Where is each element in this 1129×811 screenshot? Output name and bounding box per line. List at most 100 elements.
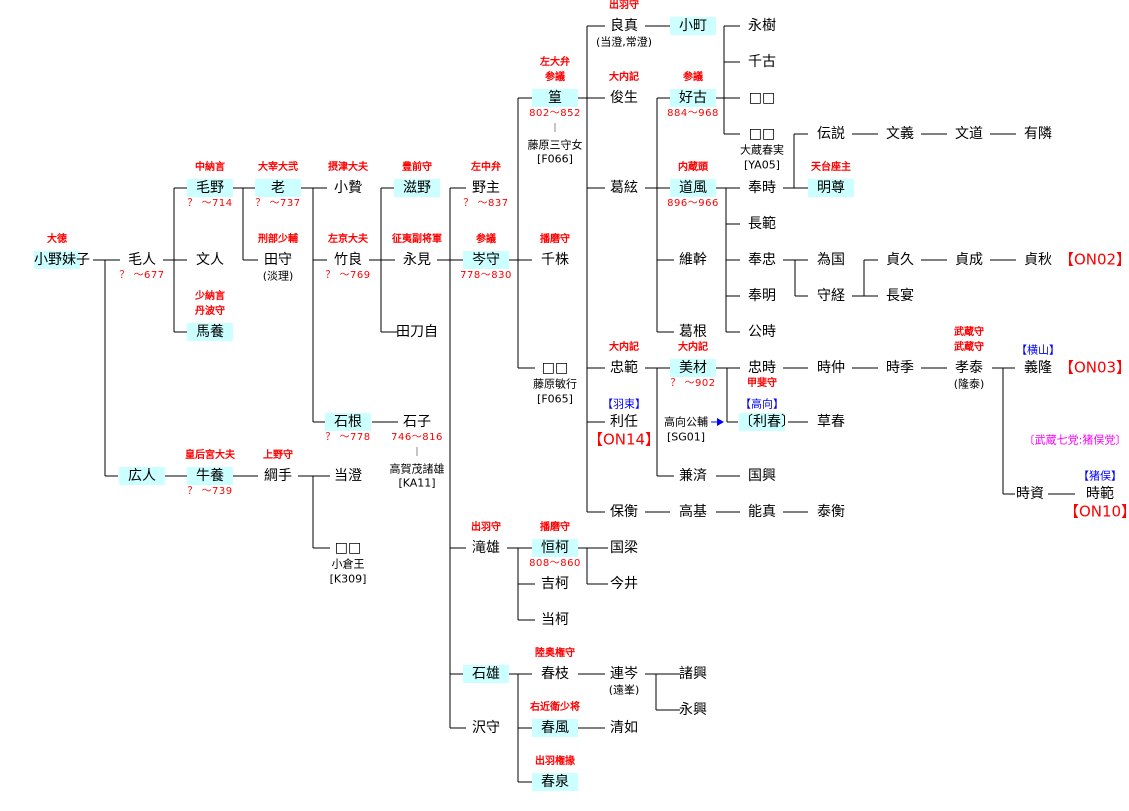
person-name[interactable]: 貞秋 [1024,252,1052,268]
person-name[interactable]: 奉時 [748,180,776,196]
person-name[interactable]: 国梁 [610,540,638,556]
person-name[interactable]: 老 [255,179,301,197]
person-name[interactable]: 文義 [886,126,914,142]
person-name[interactable]: □□ [541,360,569,376]
person-name[interactable]: 永見 [403,252,431,268]
person-name[interactable]: 忠範 [610,360,638,376]
person-name[interactable]: 公時 [748,324,776,340]
person-name[interactable]: 恒柯 [532,539,578,557]
office-title: 摂津大夫 [328,162,368,173]
person-name[interactable]: 田刀自 [396,324,438,340]
person-name[interactable]: 良真 [610,18,638,34]
person-name[interactable]: 国興 [748,468,776,484]
person-name[interactable]: 当柯 [541,612,569,628]
person-name[interactable]: 忠時 [748,360,776,376]
person-name[interactable]: 春泉 [532,773,578,791]
person-name[interactable]: 諸興 [679,666,707,682]
person-name[interactable]: 時資 [1016,486,1044,502]
person-name[interactable]: 保衡 [610,504,638,520]
person-name[interactable]: 孝泰 [955,360,983,376]
record-code-link[interactable]: 【ON02】 [1058,250,1129,269]
record-code-link[interactable]: 【ON10】 [1063,502,1129,521]
person-name[interactable]: 〔利春〕 [739,413,795,431]
person-name[interactable]: 葛絃 [610,180,638,196]
person-name[interactable]: □□ [748,126,776,142]
person-name[interactable]: 兼済 [679,468,707,484]
person-name[interactable]: 道風 [670,179,716,197]
office-title: 左大弁 [540,57,570,68]
person-name[interactable]: 泰衡 [817,504,845,520]
person-name[interactable]: 葛根 [679,324,707,340]
person-name[interactable]: 奉明 [748,288,776,304]
person-name[interactable]: 文道 [955,126,983,142]
person-name[interactable]: 野主 [472,180,500,196]
person-name[interactable]: 為国 [817,252,845,268]
person-name[interactable]: 当澄 [334,468,362,484]
record-code-link[interactable]: 【ON03】 [1058,358,1129,377]
person-name[interactable]: 小野妹子 [34,251,90,269]
person-name[interactable]: □□ [334,540,362,556]
person-name[interactable]: 吉柯 [541,576,569,592]
person-name[interactable]: 春風 [532,719,578,737]
person-name[interactable]: 奉忠 [748,252,776,268]
person-name[interactable]: 有隣 [1024,126,1052,142]
person-name[interactable]: 清如 [610,720,638,736]
person-name[interactable]: 牛養 [187,467,233,485]
person-name[interactable]: □□ [748,90,776,106]
person-name[interactable]: 沢守 [472,720,500,736]
person-name[interactable]: 利任 [610,414,638,430]
linked-person: 高賀茂諸雄 [389,462,445,476]
person-name[interactable]: 長宴 [886,288,914,304]
office-title: 武蔵守 [954,327,984,338]
person-name[interactable]: 貞成 [955,252,983,268]
person-name[interactable]: 綱手 [264,468,292,484]
person-name[interactable]: 伝説 [817,126,845,142]
person-name[interactable]: 今井 [610,576,638,592]
person-name[interactable]: 石根 [325,413,371,431]
person-name[interactable]: 石子 [403,414,431,430]
office-title: 甲斐守 [747,378,777,389]
person-name[interactable]: 俊生 [610,90,638,106]
person-name[interactable]: 維幹 [679,252,707,268]
person-name[interactable]: 永樹 [748,18,776,34]
person-name[interactable]: 明尊 [808,179,854,197]
person-name[interactable]: 守経 [817,288,845,304]
person-name[interactable]: 毛野 [187,179,233,197]
person-name[interactable]: 広人 [119,467,165,485]
person-name[interactable]: 滝雄 [472,540,500,556]
person-name[interactable]: 田守 [264,252,292,268]
person-name[interactable]: 石雄 [463,665,509,683]
person-name[interactable]: 文人 [196,252,224,268]
person-name[interactable]: 滋野 [394,179,440,197]
person-name[interactable]: 毛人 [128,252,156,268]
person-name[interactable]: 岑守 [463,251,509,269]
person-name[interactable]: 竹良 [334,252,362,268]
person-name[interactable]: 千株 [541,252,569,268]
person-name[interactable]: 春枝 [541,666,569,682]
office-title: 武蔵守 [954,342,984,353]
person-name[interactable]: 時範 [1086,486,1114,502]
person-name[interactable]: 小贄 [334,180,362,196]
person-name[interactable]: 永興 [679,702,707,718]
person-name[interactable]: 馬養 [187,323,233,341]
person-name[interactable]: 草春 [817,414,845,430]
office-title: 刑部少輔 [258,234,298,245]
record-code-link[interactable]: 【ON14】 [587,430,661,449]
person-name[interactable]: 好古 [670,89,716,107]
person-name[interactable]: 篁 [532,89,578,107]
group-label: 〔武蔵七党:猪俣党〕 [1023,433,1127,447]
person-name[interactable]: 長範 [748,216,776,232]
lifespan-dates: ？ ～677 [119,270,165,281]
person-name[interactable]: 小町 [670,17,716,35]
person-name[interactable]: 能真 [748,504,776,520]
person-name[interactable]: 義隆 [1024,360,1052,376]
person-name[interactable]: 時仲 [817,360,845,376]
lifespan-dates: ？ ～778 [325,432,371,443]
person-name[interactable]: 時季 [886,360,914,376]
person-name[interactable]: 高基 [679,504,707,520]
person-name[interactable]: 連岑 [610,666,638,682]
person-name[interactable]: 千古 [748,54,776,70]
person-name[interactable]: 貞久 [886,252,914,268]
person-name[interactable]: 美材 [670,359,716,377]
person-note: [K309] [329,572,367,586]
